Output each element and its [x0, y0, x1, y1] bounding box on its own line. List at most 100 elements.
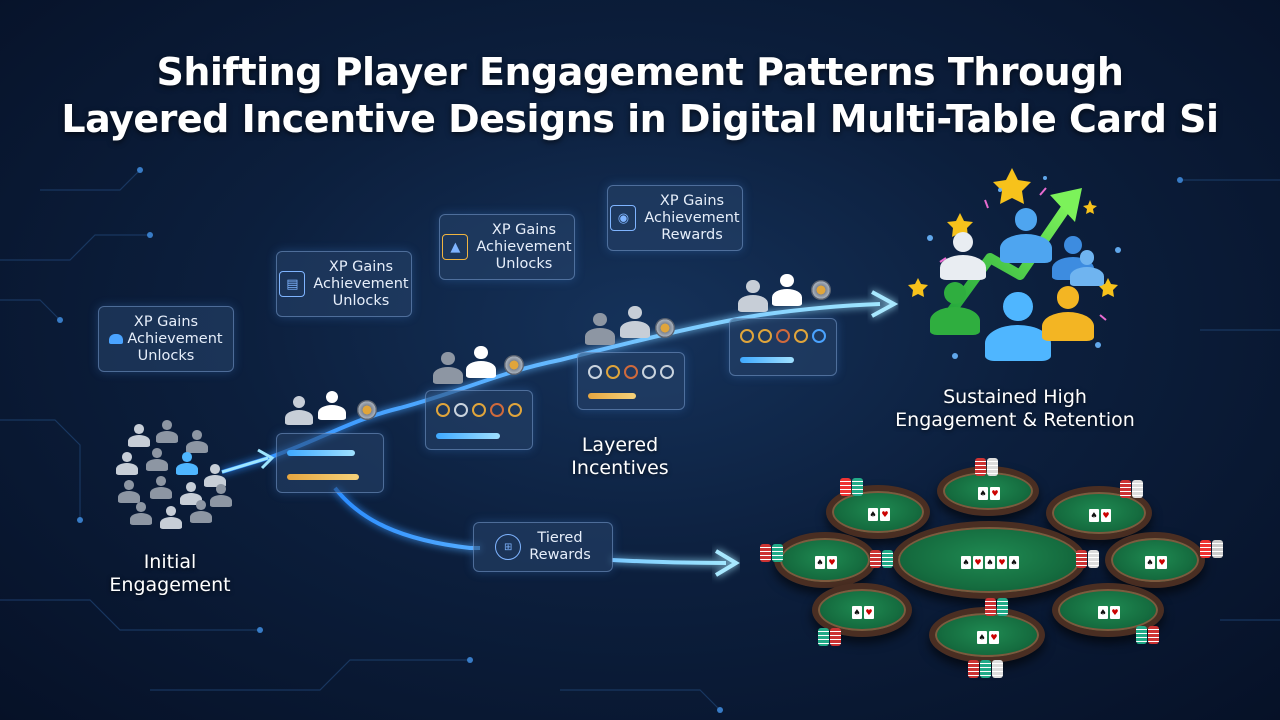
- playing-card-icon: ♠: [852, 606, 862, 619]
- playing-card-icon: ♠: [1098, 606, 1108, 619]
- player-icon: [210, 484, 232, 508]
- player-icon: [146, 448, 168, 472]
- panel-4-line-2: Achievement: [644, 209, 740, 226]
- panel-4-line-1: XP Gains: [659, 192, 725, 209]
- poker-table: ♠♥: [774, 532, 876, 588]
- label-initial-engagement: Initial Engagement: [100, 551, 240, 597]
- playing-card-icon: ♠: [978, 487, 988, 500]
- playing-card-icon: ♠: [815, 556, 825, 569]
- xp-bar: [287, 450, 355, 456]
- playing-card-icon: ♥: [1110, 606, 1120, 619]
- playing-card-icon: ♠: [985, 556, 995, 569]
- poker-table: ♠♥♠♥♠: [892, 521, 1086, 599]
- poker-chip-icon: [772, 544, 783, 562]
- player-icon: [116, 452, 138, 476]
- playing-card-icon: ♥: [973, 556, 983, 569]
- poker-chip-icon: [1132, 480, 1143, 498]
- label-layered-line-1: Layered: [581, 434, 659, 456]
- playing-card-icon: ♠: [977, 631, 987, 644]
- player-icon: [1042, 286, 1094, 343]
- playing-card-icon: ♠: [1145, 556, 1155, 569]
- progress-panel-1: [276, 433, 384, 493]
- player-icon: [128, 424, 150, 448]
- player-icon: [285, 396, 313, 427]
- playing-card-icon: ♠: [868, 508, 878, 521]
- step-arrow-1: [221, 456, 269, 474]
- poker-chip-icon: [992, 660, 1003, 678]
- label-layered-incentives: Layered Incentives: [560, 434, 680, 480]
- player-icon: [190, 500, 212, 524]
- label-sustained-line-1: Sustained High: [943, 386, 1087, 408]
- player-icon: [433, 352, 463, 385]
- playing-card-icon: ♥: [880, 508, 890, 521]
- poker-chip-icon: [1200, 540, 1211, 558]
- poker-chip-icon: [830, 628, 841, 646]
- poker-chip-icon: [985, 598, 996, 616]
- poker-table: ♠♥: [1105, 532, 1205, 588]
- achievement-icon: [109, 334, 124, 344]
- panel-2-line-1: XP Gains: [328, 258, 394, 275]
- panel-1-line-3: Unlocks: [137, 347, 195, 364]
- panel-4-line-3: Rewards: [661, 226, 723, 243]
- xp-bar: [740, 357, 794, 363]
- poker-chip-icon: [987, 458, 998, 476]
- player-icon: [118, 480, 140, 504]
- label-initial-line-1: Initial: [143, 551, 197, 573]
- panel-1-line-1: XP Gains: [133, 313, 199, 330]
- panel-xp-3: ▲ XP Gains Achievement Unlocks: [439, 214, 575, 280]
- progress-panel-4: [729, 318, 837, 376]
- poker-chip-icon: [1148, 626, 1159, 644]
- panel-3-line-3: Unlocks: [495, 255, 553, 272]
- reward-bar: [588, 393, 636, 399]
- player-icon: [930, 282, 980, 337]
- tiered-arrow: [333, 486, 727, 565]
- gear-badge-icon: [357, 400, 377, 420]
- playing-card-icon: ♠: [961, 556, 971, 569]
- tiered-line-1: Tiered: [537, 530, 583, 546]
- panel-tiered-rewards: ⊞ Tiered Rewards: [473, 522, 613, 572]
- star-icon: [908, 168, 1118, 297]
- progression-arrow: [221, 302, 881, 474]
- player-icon: [940, 232, 986, 283]
- label-sustained-line-2: Engagement & Retention: [895, 409, 1135, 431]
- tier-icon: ⊞: [495, 534, 522, 560]
- achievement-icon: ▲: [442, 234, 469, 260]
- poker-chip-icon: [1136, 626, 1147, 644]
- poker-table: ♠♥: [1052, 583, 1164, 637]
- poker-chip-icon: [852, 478, 863, 496]
- panel-xp-4: ◉ XP Gains Achievement Rewards: [607, 185, 743, 251]
- panel-xp-2: ▤ XP Gains Achievement Unlocks: [276, 251, 412, 317]
- playing-card-icon: ♥: [1157, 556, 1167, 569]
- playing-card-icon: ♠: [1089, 509, 1099, 522]
- poker-chip-icon: [980, 660, 991, 678]
- gear-badge-icon: [504, 355, 524, 375]
- player-icon: [176, 452, 198, 476]
- player-icon: [186, 430, 208, 454]
- player-icon: [985, 292, 1051, 365]
- playing-card-icon: ♠: [1009, 556, 1019, 569]
- player-icon: [156, 420, 178, 444]
- panel-2-line-3: Unlocks: [332, 292, 390, 309]
- panel-3-line-1: XP Gains: [491, 221, 557, 238]
- poker-chip-icon: [1076, 550, 1087, 568]
- panel-xp-1: XP Gains Achievement Unlocks: [98, 306, 234, 372]
- player-icon: [160, 506, 182, 530]
- playing-card-icon: ♥: [864, 606, 874, 619]
- playing-card-icon: ♥: [827, 556, 837, 569]
- poker-chip-icon: [968, 660, 979, 678]
- player-icon: [585, 313, 615, 346]
- progress-panel-3: [577, 352, 685, 410]
- playing-card-icon: ♥: [990, 487, 1000, 500]
- poker-chip-icon: [840, 478, 851, 496]
- gear-badge-icon: [811, 280, 831, 300]
- poker-chip-icon: [1212, 540, 1223, 558]
- playing-card-icon: ♥: [1101, 509, 1111, 522]
- poker-chip-icon: [760, 544, 771, 562]
- player-icon: [318, 391, 346, 422]
- poker-chip-icon: [1088, 550, 1099, 568]
- player-icon: [1000, 208, 1052, 265]
- poker-table: ♠♥: [826, 485, 930, 539]
- player-icon: [1070, 250, 1104, 287]
